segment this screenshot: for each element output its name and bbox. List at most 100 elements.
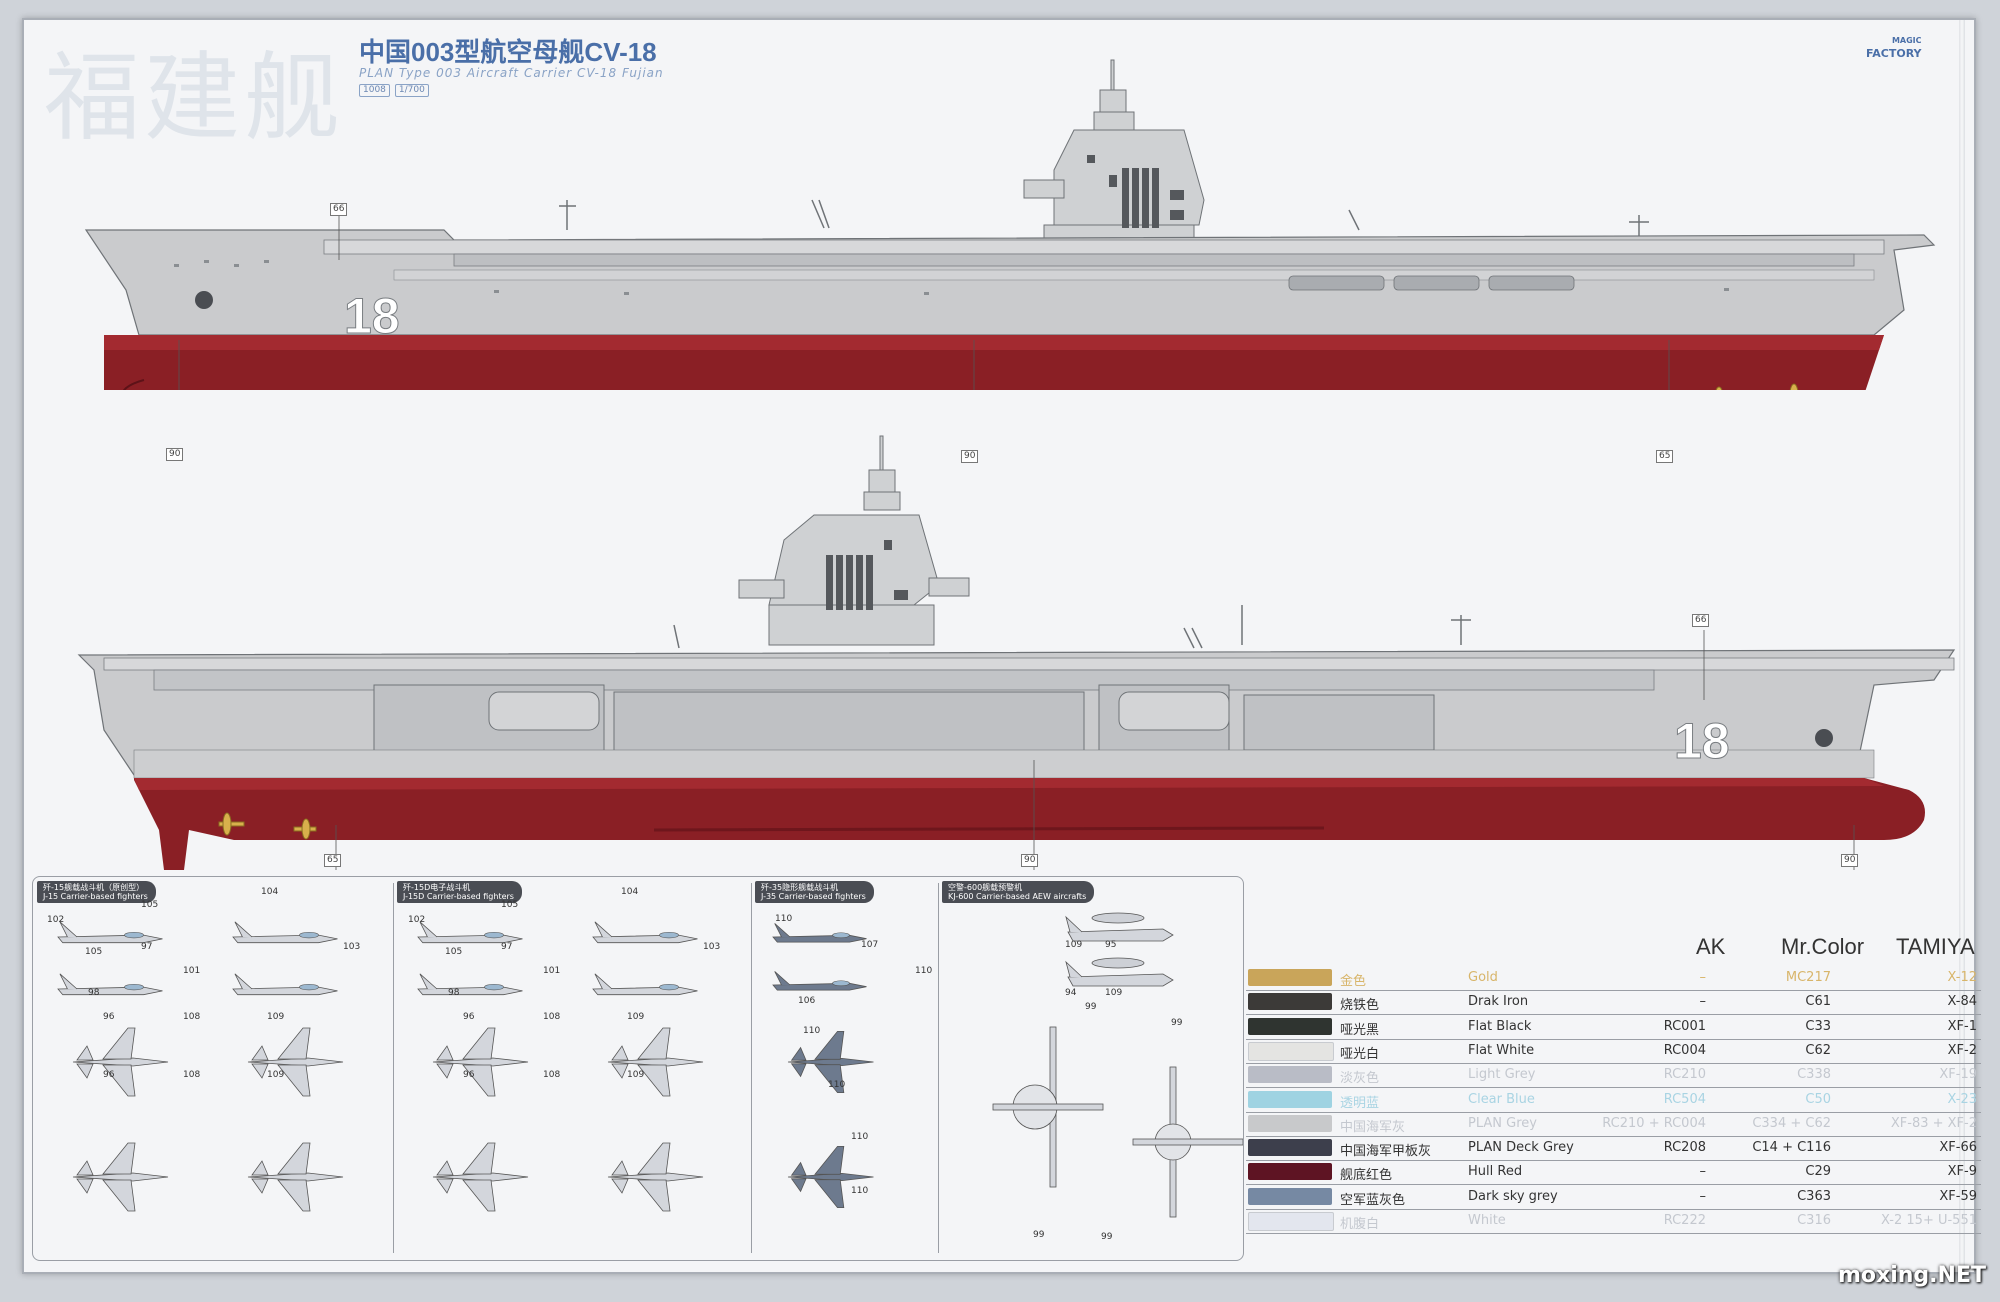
aircraft-part-callout: 103 xyxy=(703,942,720,952)
aircraft-part-callout: 105 xyxy=(501,900,518,910)
aew-fuselage xyxy=(992,1103,1104,1111)
paint-code-mrcolor: MC217 xyxy=(1785,970,1831,985)
paint-swatch xyxy=(1248,1187,1332,1205)
paint-swatch xyxy=(1248,1017,1332,1035)
ship-starboard-profile: 18 xyxy=(84,59,1936,390)
badge-row: 1008 1/700 xyxy=(359,84,429,97)
paint-code-mrcolor: C14 + C116 xyxy=(1752,1140,1831,1156)
aircraft-part-callout: 99 xyxy=(1171,1018,1183,1028)
aircraft-wings xyxy=(102,1142,136,1212)
aircraft-part-callout: 108 xyxy=(183,1070,200,1080)
callout-65-bottom: 65 xyxy=(324,854,342,867)
aircraft-part-callout: 96 xyxy=(463,1012,475,1022)
paint-code-ak: – xyxy=(1699,970,1707,985)
aew-tail xyxy=(1065,915,1083,933)
site-watermark: moxing.NET xyxy=(1838,1263,1986,1288)
aircraft-part-callout: 110 xyxy=(915,966,932,976)
aircraft-wings xyxy=(462,1142,496,1212)
aircraft-canopy xyxy=(484,983,504,991)
instruction-sheet: 福建舰 中国003型航空母舰CV-18 PLAN Type 003 Aircra… xyxy=(22,18,1981,1274)
callout-65-top: 65 xyxy=(1656,450,1674,463)
panel-divider-3 xyxy=(938,883,939,1253)
sheet-subtitle: PLAN Type 003 Aircraft Carrier CV-18 Fuj… xyxy=(359,66,664,80)
group-label-j35-cn: 歼-35隐形舰载战斗机 xyxy=(761,883,839,892)
aircraft-part-callout: 103 xyxy=(343,942,360,952)
aircraft-tailplanes xyxy=(611,1160,629,1194)
group-label-j15d: 歼-15D电子战斗机 J-15D Carrier-based fighters xyxy=(397,881,522,903)
aircraft-part-callout: 105 xyxy=(445,947,462,957)
paint-code-tamiya: XF-19 xyxy=(1939,1067,1977,1083)
callout-90-bottom-mid: 90 xyxy=(1021,854,1039,867)
paint-swatch xyxy=(1248,1066,1332,1084)
group-label-j35-en: J-35 Carrier-based fighters xyxy=(761,892,866,901)
aircraft-wings xyxy=(102,1027,136,1097)
aircraft-tail-fin xyxy=(594,973,613,990)
paint-name-cn: 中国海军甲板灰 xyxy=(1340,1144,1432,1160)
aircraft-part-callout: 109 xyxy=(627,1012,644,1022)
group-label-kj600: 空警-600舰载预警机 KJ-600 Carrier-based AEW air… xyxy=(942,881,1095,903)
aircraft-part-callout: 109 xyxy=(1105,988,1122,998)
panel-divider-1 xyxy=(393,883,394,1253)
group-label-j15: 歼-15舰载战斗机（原创型） J-15 Carrier-based fighte… xyxy=(37,881,156,903)
paint-name-cn: 中国海军灰 xyxy=(1340,1119,1406,1135)
aircraft-part-callout: 98 xyxy=(88,988,100,998)
paint-name-cn: 金色 xyxy=(1340,974,1367,989)
callout-66-top: 66 xyxy=(330,203,348,216)
paint-swatch xyxy=(1248,1090,1332,1108)
paint-code-tamiya: XF-66 xyxy=(1939,1140,1977,1156)
aew-fuselage xyxy=(1132,1138,1243,1146)
aircraft-part-callout: 110 xyxy=(828,1080,845,1090)
aircraft-part-callout: 99 xyxy=(1085,1002,1097,1012)
aircraft-canopy xyxy=(659,983,679,991)
aircraft-part-callout: 104 xyxy=(621,887,638,897)
paint-name-en: Drak Iron xyxy=(1468,994,1529,1010)
fold-crease xyxy=(1959,20,1965,1272)
paint-code-ak: RC504 xyxy=(1663,1091,1706,1107)
aircraft-part-callout: 96 xyxy=(103,1012,115,1022)
aircraft-panel: 歼-15舰载战斗机（原创型） J-15 Carrier-based fighte… xyxy=(32,876,1244,1261)
paint-code-mrcolor: C29 xyxy=(1805,1164,1831,1180)
paint-code-mrcolor: C50 xyxy=(1805,1091,1831,1107)
paint-code-mrcolor: C61 xyxy=(1805,994,1831,1010)
scale-badge: 1/700 xyxy=(394,84,429,97)
group-label-j15-en: J-15 Carrier-based fighters xyxy=(43,892,148,901)
aew-radome xyxy=(1091,912,1145,924)
paint-swatch xyxy=(1248,969,1332,986)
aircraft-part-callout: 96 xyxy=(103,1070,115,1080)
paint-code-ak: RC208 xyxy=(1663,1140,1706,1156)
paint-name-cn: 机腹白 xyxy=(1340,1217,1380,1232)
aircraft-canopy xyxy=(659,931,679,939)
aircraft-canopy xyxy=(299,931,319,939)
aircraft-tailplanes xyxy=(251,1160,269,1194)
kit-code-badge: 1008 xyxy=(359,84,390,97)
aircraft-part-callout: 109 xyxy=(267,1012,284,1022)
aircraft-part-callout: 109 xyxy=(1065,940,1082,950)
paint-code-mrcolor: C338 xyxy=(1797,1067,1831,1083)
paint-header-mrcolor: Mr.Color xyxy=(1781,934,1865,959)
paint-name-cn: 哑光黑 xyxy=(1340,1022,1380,1038)
aircraft-wings xyxy=(814,1031,845,1093)
paint-code-ak: RC210 xyxy=(1663,1067,1706,1083)
aircraft-part-callout: 95 xyxy=(1105,940,1116,950)
paint-code-ak: RC210 + RC004 xyxy=(1602,1115,1706,1131)
paint-code-tamiya: X-84 xyxy=(1947,994,1978,1010)
paint-name-cn: 淡灰色 xyxy=(1340,1071,1380,1087)
paint-code-tamiya: XF-1 xyxy=(1947,1018,1977,1034)
aircraft-tail-fin xyxy=(59,973,78,990)
paint-name-en: Hull Red xyxy=(1468,1164,1523,1180)
ship-port-profile: 18 xyxy=(77,435,1956,870)
brand-line-1: MAGIC xyxy=(1891,36,1922,45)
aircraft-tail-fin xyxy=(774,923,791,938)
aircraft-part-callout: 101 xyxy=(543,966,560,976)
paint-code-ak: – xyxy=(1699,1164,1707,1180)
group-label-kj600-en: KJ-600 Carrier-based AEW aircrafts xyxy=(948,892,1087,901)
paint-name-en: PLAN Grey xyxy=(1468,1115,1537,1131)
aircraft-canopy xyxy=(124,931,144,939)
aircraft-part-callout: 97 xyxy=(501,942,512,952)
aircraft-tail-fin xyxy=(234,921,253,938)
aircraft-canopy xyxy=(299,983,319,991)
